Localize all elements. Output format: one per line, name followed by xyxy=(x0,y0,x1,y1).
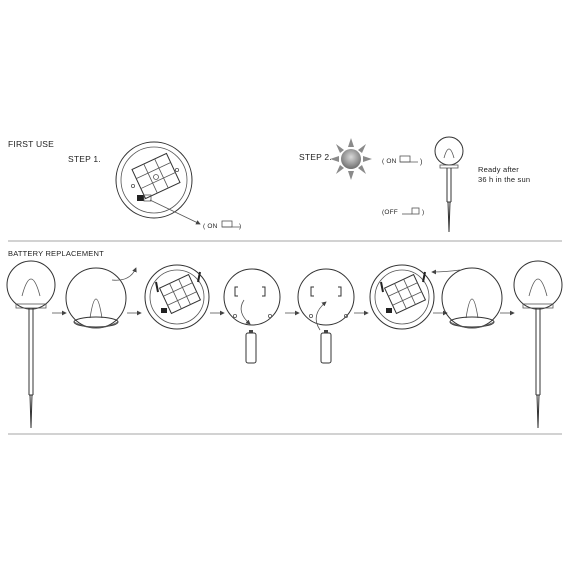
step2-on-label: ( ON xyxy=(382,158,397,165)
ready-text: Ready after 36 h in the sun xyxy=(478,165,530,185)
battery-replacement-heading: BATTERY REPLACEMENT xyxy=(8,249,104,258)
battery-step-light-assembled xyxy=(513,260,563,429)
step2-off-switch xyxy=(402,207,420,215)
battery-step-attach-globe xyxy=(431,267,503,329)
first-use-heading: FIRST USE xyxy=(8,139,55,149)
step2-on-switch: ) xyxy=(399,155,422,166)
battery-step-open-cover xyxy=(144,264,210,330)
battery-step-globe-removed xyxy=(65,267,137,329)
step1-base-unit xyxy=(115,141,240,228)
battery-step-insert-battery xyxy=(297,268,355,364)
step1-on-label: ( ON xyxy=(203,223,218,230)
moon-icon xyxy=(337,188,356,226)
step1-label: STEP 1. xyxy=(68,154,101,164)
battery-step-light-on-stake xyxy=(6,260,56,429)
step2-off-label: (OFF xyxy=(382,209,398,216)
sun-icon xyxy=(330,138,372,180)
step2-label: STEP 2. xyxy=(299,152,332,162)
step2-garden-light xyxy=(434,136,464,233)
step1-on-close: ) xyxy=(239,223,242,230)
battery-step-remove-battery xyxy=(223,268,281,364)
step1-switch xyxy=(137,195,144,201)
step2-off-close: ) xyxy=(422,209,425,216)
ready-line-1: Ready after xyxy=(478,165,519,174)
svg-text:): ) xyxy=(420,159,422,166)
ready-line-2: 36 h in the sun xyxy=(478,175,531,184)
battery-step-close-cover xyxy=(369,264,435,330)
